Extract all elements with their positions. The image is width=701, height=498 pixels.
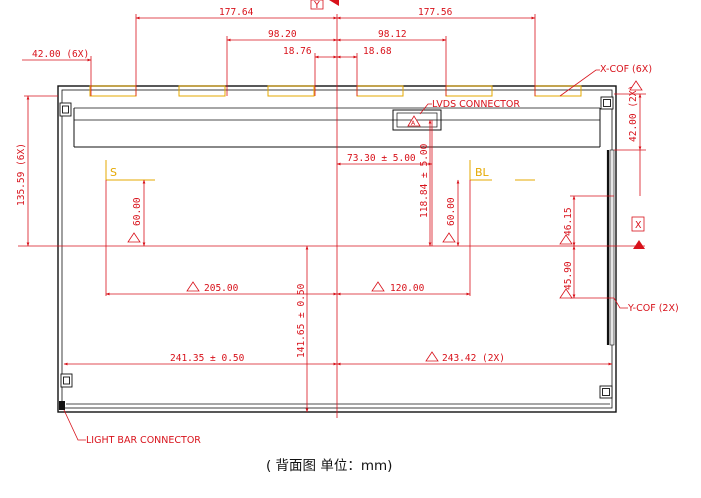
- right-side-dims: [570, 93, 646, 309]
- datum-y-marker: Y: [310, 0, 339, 11]
- dimension-lines-top: [22, 14, 536, 96]
- dim-bl-height: 60.00: [446, 197, 457, 226]
- dim-right-pitch: 42.00 (2X): [628, 85, 639, 142]
- dim-lvds-height: 118.84 ± 5.00: [419, 143, 430, 218]
- dim-bl-to-center: 120.00: [390, 283, 425, 294]
- dim-top-right: 177.56: [418, 7, 453, 18]
- s-label: S: [110, 166, 117, 179]
- dim-left-cof-inner: 98.20: [268, 29, 297, 40]
- light-bar-label: LIGHT BAR CONNECTOR: [86, 435, 201, 446]
- triangle-note-icon: A: [407, 115, 421, 127]
- lvds-connector: [392, 109, 442, 131]
- dim-cof-pitch: 42.00 (6X): [32, 49, 89, 60]
- svg-text:Y: Y: [313, 0, 320, 11]
- y-cof-label: Y-COF (2X): [627, 303, 679, 314]
- bl-label: BL: [475, 166, 490, 179]
- s-marker: [105, 160, 155, 181]
- svg-text:A: A: [411, 120, 416, 127]
- dim-right-cof-inner: 98.12: [378, 29, 407, 40]
- dim-lvds-offset: 73.30 ± 5.00: [347, 153, 416, 164]
- x-cof-label: X-COF (6X): [600, 64, 652, 75]
- light-bar-connector: [59, 401, 65, 410]
- datum-x-marker: X: [631, 216, 645, 249]
- triangle-note-icon: [186, 281, 385, 292]
- dim-vertical-center: 141.65 ± 0.50: [296, 283, 307, 358]
- corner-mounts: [59, 96, 614, 399]
- x-cof-leader: [559, 69, 600, 97]
- dim-s-to-center: 205.00: [204, 283, 239, 294]
- dim-height-left: 135.59 (6X): [16, 143, 27, 206]
- lvds-label: LVDS CONNECTOR: [432, 99, 520, 110]
- lvds-dims: [336, 119, 433, 247]
- lvds-leader: [419, 103, 432, 115]
- svg-text:X: X: [635, 220, 642, 231]
- left-height-dim: [24, 95, 58, 247]
- dim-right-upper: 46.15: [563, 207, 574, 236]
- center-lines: [18, 14, 645, 418]
- x-cof-pads: [89, 85, 582, 97]
- dim-right-center-gap: 18.68: [363, 46, 392, 57]
- triangle-note-icon: [425, 351, 439, 362]
- dim-left-width: 241.35 ± 0.50: [170, 353, 245, 364]
- dim-left-center-gap: 18.76: [283, 46, 312, 57]
- s-bl-vertical-dims: [105, 179, 471, 296]
- light-bar-leader: [63, 409, 86, 441]
- dim-s-height: 60.00: [132, 197, 143, 226]
- dim-right-width: 243.42 (2X): [442, 353, 505, 364]
- triangle-note-icon: [127, 232, 456, 243]
- bl-marker: [469, 160, 535, 181]
- drawing-caption: ( 背面图 单位：mm): [266, 458, 392, 474]
- triangle-note-icon: [559, 80, 643, 299]
- dim-right-lower: 45.90: [563, 261, 574, 290]
- dim-top-left: 177.64: [219, 7, 254, 18]
